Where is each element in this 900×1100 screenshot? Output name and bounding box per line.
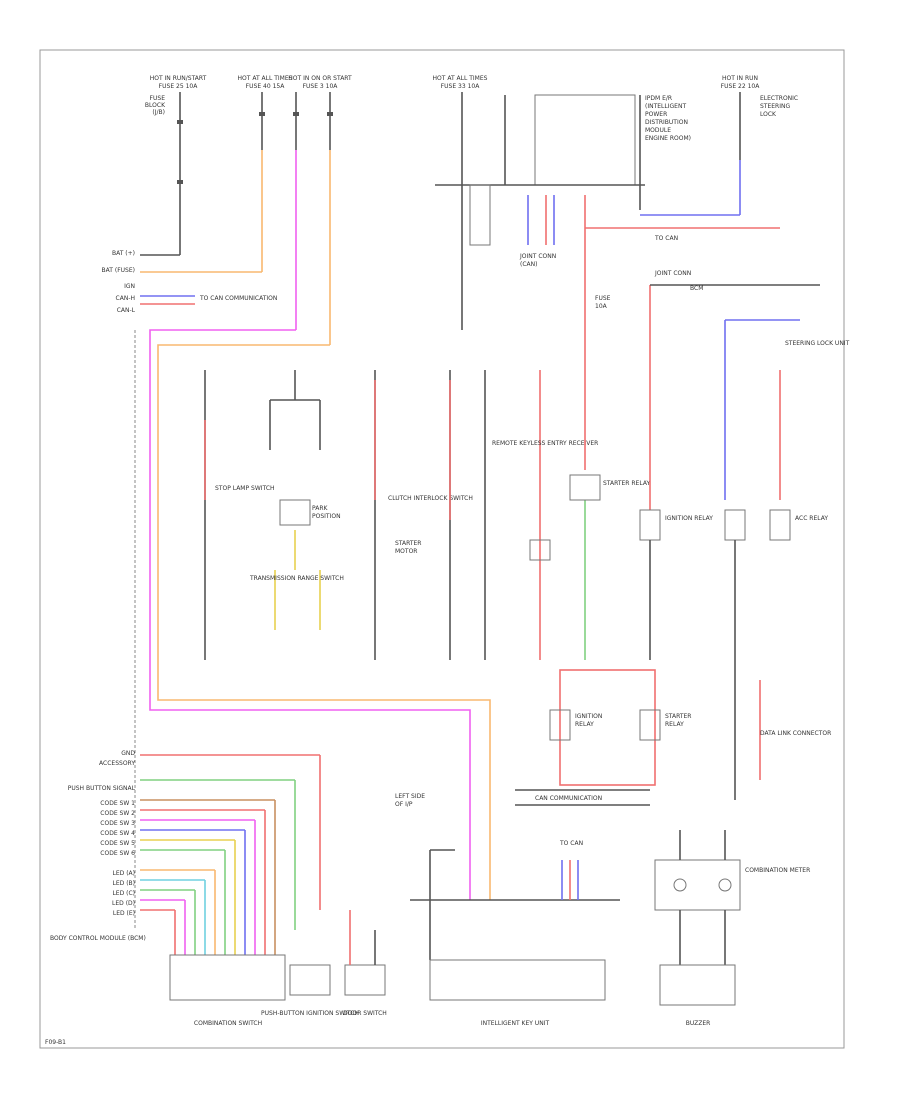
left-labels: BAT (+) BAT (FUSE) IGN CAN-H CAN-L bbox=[102, 250, 136, 314]
svg-text:POSITION: POSITION bbox=[312, 513, 341, 520]
svg-text:BCM: BCM bbox=[690, 285, 703, 292]
svg-text:OF I/P: OF I/P bbox=[395, 801, 413, 808]
svg-text:(INTELLIGENT: (INTELLIGENT bbox=[645, 103, 686, 110]
label-steering: STEERING LOCK UNIT bbox=[785, 340, 850, 347]
diagram-frame bbox=[39, 49, 845, 1049]
svg-text:RELAY: RELAY bbox=[665, 721, 684, 728]
source-label: HOT IN RUN/START bbox=[150, 75, 207, 82]
svg-text:TO CAN: TO CAN bbox=[559, 840, 583, 847]
svg-text:LOCK: LOCK bbox=[760, 111, 777, 118]
label-ipdm: IPDM E/R bbox=[645, 95, 672, 102]
svg-text:ELECTRONIC: ELECTRONIC bbox=[760, 95, 798, 102]
label-trans-range: TRANSMISSION RANGE SWITCH bbox=[249, 575, 344, 582]
top-source-5: HOT IN RUN FUSE 22 10A bbox=[721, 75, 761, 90]
svg-text:LED (A): LED (A) bbox=[113, 870, 135, 877]
svg-text:STARTER: STARTER bbox=[395, 540, 421, 547]
svg-text:CODE SW 1: CODE SW 1 bbox=[100, 800, 135, 807]
svg-text:LED (C): LED (C) bbox=[112, 890, 135, 897]
svg-text:DISTRIBUTION: DISTRIBUTION bbox=[645, 119, 688, 126]
left-label: BAT (FUSE) bbox=[102, 267, 135, 274]
footer-code: F09-B1 bbox=[45, 1039, 66, 1046]
svg-text:MOTOR: MOTOR bbox=[395, 548, 417, 555]
label-acc-relay: ACC RELAY bbox=[795, 515, 828, 522]
svg-text:TO CAN COMMUNICATION: TO CAN COMMUNICATION bbox=[199, 295, 277, 302]
svg-text:PUSH BUTTON SIGNAL: PUSH BUTTON SIGNAL bbox=[68, 785, 136, 792]
svg-text:IGNITION: IGNITION bbox=[575, 713, 602, 720]
svg-text:ACCESSORY: ACCESSORY bbox=[99, 760, 135, 767]
label-stop-lamp: STOP LAMP SWITCH bbox=[215, 485, 275, 492]
label-starter-relay: STARTER RELAY bbox=[603, 480, 650, 487]
svg-text:FUSE: FUSE bbox=[595, 295, 611, 302]
label-clutch: CLUTCH INTERLOCK SWITCH bbox=[388, 495, 473, 502]
svg-text:JOINT CONN: JOINT CONN bbox=[654, 270, 691, 277]
svg-text:STARTER: STARTER bbox=[665, 713, 691, 720]
svg-text:CODE SW 6: CODE SW 6 bbox=[100, 850, 135, 857]
source-label: HOT AT ALL TIMES bbox=[238, 75, 293, 82]
left-label: CAN-L bbox=[117, 307, 136, 314]
svg-text:CODE SW 5: CODE SW 5 bbox=[100, 840, 135, 847]
svg-text:PARK: PARK bbox=[312, 505, 329, 512]
svg-text:STEERING: STEERING bbox=[760, 103, 790, 110]
left-label: CAN-H bbox=[116, 295, 135, 302]
left-label: IGN bbox=[124, 283, 135, 290]
svg-text:10A: 10A bbox=[595, 303, 608, 310]
svg-text:LED (D): LED (D) bbox=[112, 900, 135, 907]
label-door-switch: DOOR SWITCH bbox=[343, 1010, 387, 1017]
source-sub: FUSE 40 15A bbox=[246, 83, 286, 90]
source-label: HOT AT ALL TIMES bbox=[433, 75, 488, 82]
label-dlc: DATA LINK CONNECTOR bbox=[760, 730, 831, 737]
top-source-4: HOT AT ALL TIMES FUSE 33 10A bbox=[433, 75, 488, 90]
svg-text:BLOCK: BLOCK bbox=[145, 102, 166, 109]
label-intelligent-key: INTELLIGENT KEY UNIT bbox=[481, 1020, 550, 1027]
label-combo-meter: COMBINATION METER bbox=[745, 867, 810, 874]
left-label: BAT (+) bbox=[112, 250, 135, 257]
svg-text:CODE SW 4: CODE SW 4 bbox=[100, 830, 135, 837]
label-buzzer: BUZZER bbox=[686, 1020, 711, 1027]
svg-text:JOINT CONN: JOINT CONN bbox=[519, 253, 556, 260]
svg-text:RELAY: RELAY bbox=[575, 721, 594, 728]
svg-text:(J/B): (J/B) bbox=[152, 109, 165, 116]
source-sub: FUSE 25 10A bbox=[159, 83, 199, 90]
svg-text:FUSE: FUSE bbox=[150, 95, 166, 102]
bcm-name: BODY CONTROL MODULE (BCM) bbox=[50, 935, 146, 942]
svg-text:POWER: POWER bbox=[645, 111, 667, 118]
top-source-1: HOT IN RUN/START FUSE 25 10A FUSE BLOCK … bbox=[145, 75, 207, 235]
label-can: CAN COMMUNICATION bbox=[535, 795, 602, 802]
top-source-2: HOT AT ALL TIMES FUSE 40 15A bbox=[238, 75, 293, 272]
label-combo-switch: COMBINATION SWITCH bbox=[194, 1020, 262, 1027]
svg-text:CODE SW 2: CODE SW 2 bbox=[100, 810, 135, 817]
label-ignition-relay: IGNITION RELAY bbox=[665, 515, 713, 522]
bcm-module: GND ACCESSORY PUSH BUTTON SIGNAL CODE SW… bbox=[50, 750, 146, 942]
source-sub: FUSE 3 10A bbox=[303, 83, 339, 90]
source-sub: FUSE 33 10A bbox=[441, 83, 481, 90]
svg-text:CODE SW 3: CODE SW 3 bbox=[100, 820, 135, 827]
svg-text:(CAN): (CAN) bbox=[520, 261, 537, 268]
svg-text:LED (E): LED (E) bbox=[113, 910, 135, 917]
top-source-3: HOT IN ON OR START FUSE 3 10A bbox=[288, 75, 352, 345]
label-push-button: PUSH-BUTTON IGNITION SWITCH bbox=[261, 1010, 359, 1017]
label-remote: REMOTE KEYLESS ENTRY RECEIVER bbox=[492, 440, 598, 447]
svg-text:GND: GND bbox=[121, 750, 135, 757]
source-sub: FUSE 22 10A bbox=[721, 83, 761, 90]
svg-text:LED (B): LED (B) bbox=[113, 880, 135, 887]
source-label: HOT IN RUN bbox=[722, 75, 758, 82]
svg-text:LEFT SIDE: LEFT SIDE bbox=[395, 793, 425, 800]
source-label: HOT IN ON OR START bbox=[288, 75, 352, 82]
svg-text:ENGINE ROOM): ENGINE ROOM) bbox=[645, 135, 691, 142]
svg-text:TO CAN: TO CAN bbox=[654, 235, 678, 242]
svg-text:MODULE: MODULE bbox=[645, 127, 671, 134]
